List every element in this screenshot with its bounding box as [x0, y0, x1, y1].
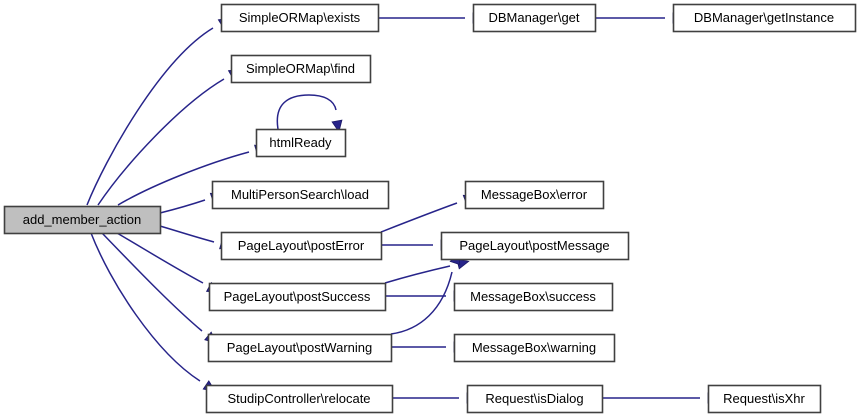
node-box-pagelayout_postwarning[interactable]: [207, 333, 393, 363]
node-messagebox_warning[interactable]: MessageBox\warning: [453, 333, 616, 363]
edge-add_member_action-pagelayout_posterror: [159, 225, 215, 243]
edge-add_member_action-simpleormap_find: [97, 78, 225, 206]
node-box-multipersonsearch_load[interactable]: [211, 180, 390, 210]
node-dbmanager_getinstance[interactable]: DBManager\getInstance: [672, 3, 857, 33]
node-box-messagebox_success[interactable]: [453, 282, 614, 312]
node-studipcontroller_relocate[interactable]: StudipController\relocate: [205, 384, 394, 414]
edge-add_member_action-htmlready: [117, 151, 250, 206]
edge-add_member_action-multipersonsearch_load: [159, 199, 206, 214]
node-box-dbmanager_get[interactable]: [472, 3, 597, 33]
node-pagelayout_postsuccess[interactable]: PageLayout\postSuccess: [208, 282, 387, 312]
edge-add_member_action-studipcontroller_relocate: [90, 232, 201, 382]
node-box-simpleormap_find[interactable]: [230, 54, 372, 84]
node-pagelayout_posterror[interactable]: PageLayout\postError: [220, 231, 383, 261]
node-messagebox_success[interactable]: MessageBox\success: [453, 282, 614, 312]
node-layer: add_member_action SimpleORMap\existsSimpl…: [3, 3, 857, 414]
node-pagelayout_postwarning[interactable]: PageLayout\postWarning: [207, 333, 393, 363]
node-simpleormap_find[interactable]: SimpleORMap\find: [230, 54, 372, 84]
node-box-messagebox_warning[interactable]: [453, 333, 616, 363]
node-box-pagelayout_postmessage[interactable]: [440, 231, 630, 261]
edge-add_member_action-pagelayout_postsuccess: [116, 232, 204, 284]
edge-add_member_action-simpleormap_exists: [86, 27, 214, 206]
edge-pagelayout_postsuccess-pagelayout_postmessage: [384, 265, 451, 284]
node-box-studipcontroller_relocate[interactable]: [205, 384, 394, 414]
edge-pagelayout_posterror-messagebox_error: [380, 202, 458, 233]
node-box-add_member_action[interactable]: [3, 205, 162, 235]
node-box-pagelayout_postsuccess[interactable]: [208, 282, 387, 312]
node-request_isxhr[interactable]: Request\isXhr: [707, 384, 822, 414]
node-box-messagebox_error[interactable]: [464, 180, 605, 210]
node-box-pagelayout_posterror[interactable]: [220, 231, 383, 261]
node-dbmanager_get[interactable]: DBManager\get: [472, 3, 597, 33]
node-pagelayout_postmessage[interactable]: PageLayout\postMessage: [440, 231, 630, 261]
node-request_isdialog[interactable]: Request\isDialog: [466, 384, 604, 414]
node-box-dbmanager_getinstance[interactable]: [672, 3, 857, 33]
node-box-htmlready[interactable]: [255, 128, 347, 158]
edge-add_member_action-pagelayout_postwarning: [101, 232, 203, 332]
edge-pagelayout_postwarning-pagelayout_postmessage: [390, 271, 453, 335]
edge-htmlready-htmlready: [276, 94, 337, 130]
node-htmlready[interactable]: htmlReady: [255, 128, 347, 158]
node-messagebox_error[interactable]: MessageBox\error: [464, 180, 605, 210]
node-box-request_isxhr[interactable]: [707, 384, 822, 414]
node-add_member_action[interactable]: add_member_action: [3, 205, 162, 235]
node-box-simpleormap_exists[interactable]: [220, 3, 380, 33]
node-box-request_isdialog[interactable]: [466, 384, 604, 414]
node-multipersonsearch_load[interactable]: MultiPersonSearch\load: [211, 180, 390, 210]
edge-layer: [86, 12, 720, 404]
node-simpleormap_exists[interactable]: SimpleORMap\exists: [220, 3, 380, 33]
